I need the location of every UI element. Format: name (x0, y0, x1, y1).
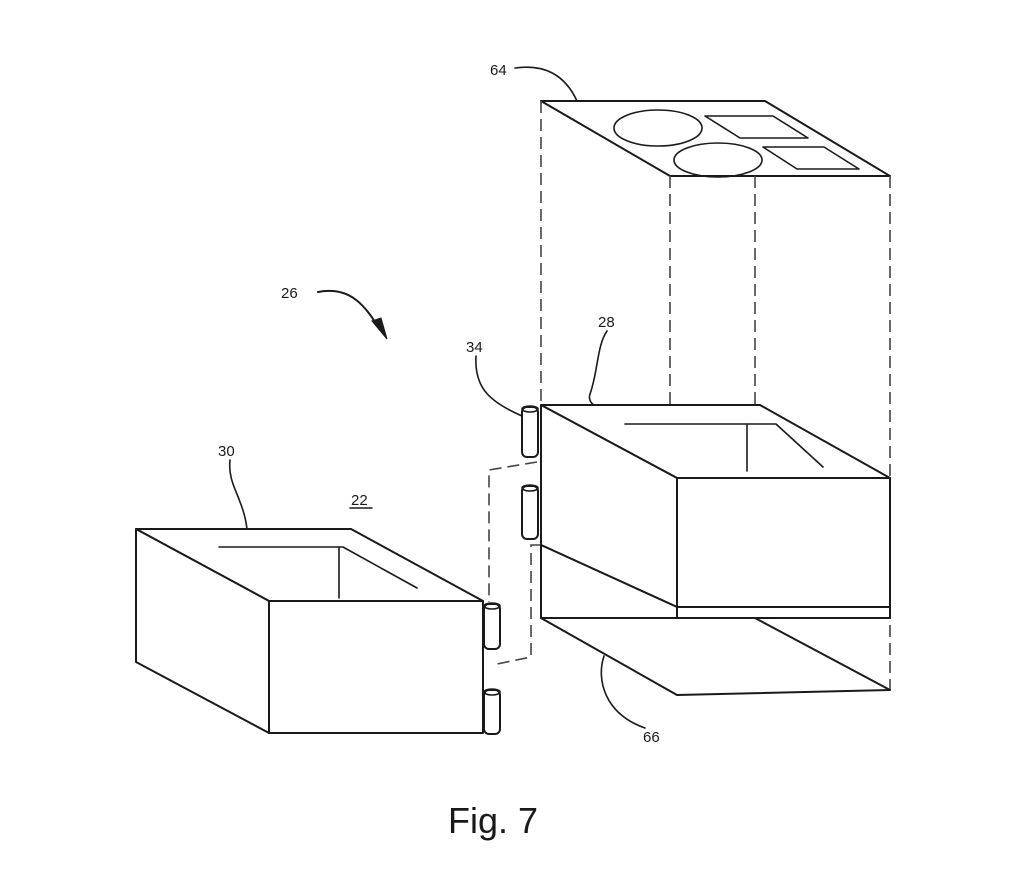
top-panel (541, 101, 890, 177)
hinge-upper (522, 406, 538, 539)
label-lower-tray: 30 (218, 443, 235, 460)
upper-tray (541, 405, 890, 618)
label-hinge: 34 (466, 339, 483, 356)
label-assembly: 26 (281, 285, 298, 302)
label-housing: 22 (351, 492, 368, 509)
bottom-panel (541, 618, 890, 695)
label-top-panel: 64 (490, 62, 507, 79)
hinge-lower (484, 603, 500, 734)
figure-caption: Fig. 7 (448, 800, 538, 841)
label-bottom-panel: 66 (643, 729, 660, 746)
lower-tray (136, 529, 483, 733)
label-upper-tray: 28 (598, 314, 615, 331)
